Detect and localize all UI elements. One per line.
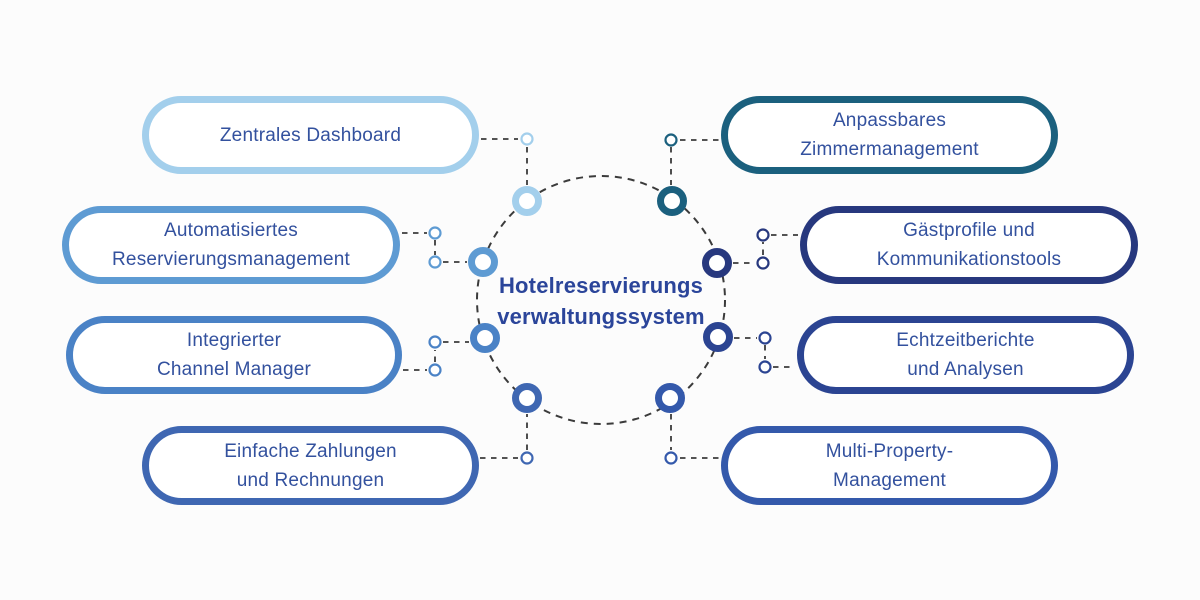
dot-anpassbares	[664, 133, 678, 147]
pill-label: Channel Manager	[156, 359, 312, 380]
pill-label: Multi-Property-	[825, 440, 954, 462]
dot-integrierter-1	[428, 335, 442, 349]
connector-integrierter-channel-manager	[403, 341, 469, 371]
connector-anpassbares-zimmermanagement	[670, 139, 719, 185]
node-zentrales-dashboard	[512, 186, 542, 216]
connector-echtzeitberichte	[734, 337, 795, 368]
node-einfache-zahlungen	[512, 383, 542, 413]
pill-label: Kommunikationstools	[876, 249, 1062, 270]
pill-zentrales-dashboard: Zentrales Dashboard	[142, 96, 479, 174]
node-anpassbares-zimmermanagement	[657, 186, 687, 216]
dot-einfache-zahlungen	[520, 451, 534, 465]
diagram-title-line1: Hotelreservierungs	[498, 273, 704, 298]
pill-echtzeitberichte: Echtzeitberichte und Analysen	[797, 316, 1134, 394]
pill-label: Gästprofile und	[903, 220, 1035, 241]
connector-zentrales-dashboard	[481, 138, 528, 185]
connector-multi-property	[670, 414, 719, 459]
connector-automatisiertes-reservierungsmanagement	[402, 232, 467, 263]
pill-multi-property: Multi-Property- Management	[721, 426, 1058, 505]
pill-label: Integrierter	[186, 330, 282, 351]
pill-gaestprofile: Gästprofile und Kommunikationstools	[800, 206, 1138, 284]
node-multi-property	[655, 383, 685, 413]
diagram-title-line2: verwaltungssystem	[497, 304, 705, 329]
dot-echtzeitberichte-2	[758, 360, 772, 374]
pill-label: Zentrales Dashboard	[219, 124, 402, 146]
connector-einfache-zahlungen	[480, 414, 528, 459]
dot-automatisiertes-2	[428, 255, 442, 269]
pill-label: Reservierungsmanagement	[112, 249, 350, 270]
dot-echtzeitberichte-1	[758, 331, 772, 345]
pill-label: Automatisiertes	[164, 220, 298, 241]
node-integrierter-channel-manager	[470, 323, 500, 353]
pill-label: Zimmermanagement	[800, 139, 979, 160]
pill-label: Anpassbares	[832, 110, 947, 131]
pill-automatisiertes-reservierungsmanagement: Automatisiertes Reservierungsmanagement	[62, 206, 400, 284]
pill-label: Einfache Zahlungen	[224, 440, 397, 462]
diagram-title: Hotelreservierungs verwaltungssystem	[451, 270, 751, 332]
dot-automatisiertes-1	[428, 226, 442, 240]
pill-label: und Analysen	[907, 359, 1024, 380]
pill-label: und Rechnungen	[236, 469, 385, 491]
connector-gaestprofile	[733, 234, 798, 264]
dot-gaestprofile-1	[756, 228, 770, 242]
pill-anpassbares-zimmermanagement: Anpassbares Zimmermanagement	[721, 96, 1058, 174]
dot-multi-property	[664, 451, 678, 465]
node-echtzeitberichte	[703, 322, 733, 352]
dot-zentrales-dashboard	[520, 132, 534, 146]
pill-einfache-zahlungen: Einfache Zahlungen und Rechnungen	[142, 426, 479, 505]
center-dashed-circle	[476, 175, 726, 425]
dot-gaestprofile-2	[756, 256, 770, 270]
node-automatisiertes-reservierungsmanagement	[468, 247, 498, 277]
dot-integrierter-2	[428, 363, 442, 377]
pill-integrierter-channel-manager: Integrierter Channel Manager	[66, 316, 402, 394]
pill-label: Echtzeitberichte	[896, 330, 1035, 351]
node-gaestprofile	[702, 248, 732, 278]
pill-label: Management	[833, 469, 946, 491]
